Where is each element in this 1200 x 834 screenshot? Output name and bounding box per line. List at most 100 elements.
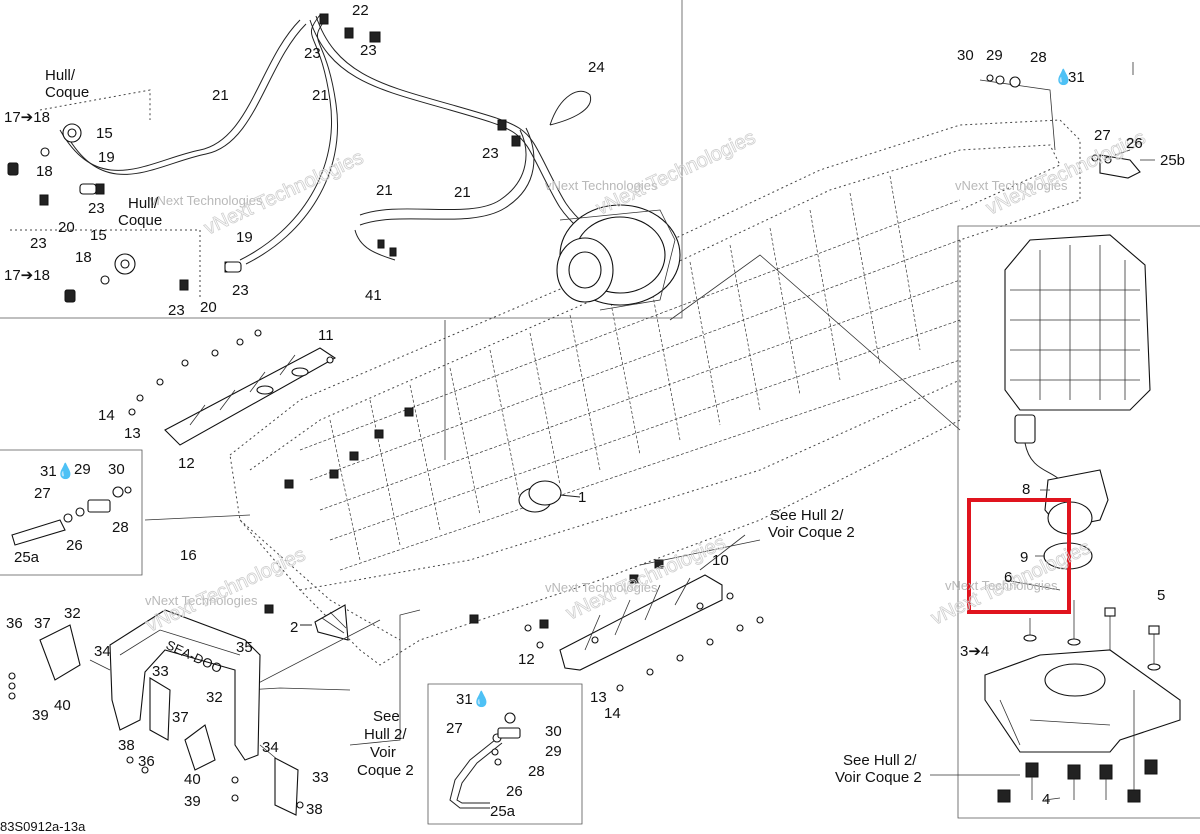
callout: 29 — [986, 47, 1003, 64]
grille-fasteners — [128, 329, 764, 692]
callout: 8 — [1022, 481, 1030, 498]
callout: 40 — [54, 697, 71, 714]
callout: 23 — [30, 235, 47, 252]
callout: 32 — [64, 605, 81, 622]
callout: 38 — [118, 737, 135, 754]
callout: 23 — [304, 45, 321, 62]
callout: 18 — [36, 163, 53, 180]
inset-vent-tube-left — [0, 449, 143, 576]
callout: 14 — [604, 705, 621, 722]
callout: 1 — [578, 489, 586, 506]
callout: 2 — [290, 619, 298, 636]
callout: 20 — [200, 299, 217, 316]
callout: 16 — [180, 547, 197, 564]
callout: 32 — [206, 689, 223, 706]
hull-ref-2-line1: Hull/ — [128, 195, 159, 212]
handle-bracket-assembly: SEA-DOO — [8, 609, 304, 816]
inset-bilge-module — [957, 225, 1200, 819]
drop-icon: 💧 — [56, 462, 75, 480]
callout: 23 — [88, 200, 105, 217]
callout: 21 — [312, 87, 329, 104]
see-hull-br-line2: Voir Coque 2 — [835, 769, 922, 786]
callout: 29 — [74, 461, 91, 478]
callout: 38 — [306, 801, 323, 818]
watermark-text: vNext Technologies — [145, 593, 258, 608]
callout: 26 — [506, 783, 523, 800]
callout: 31 — [40, 463, 57, 480]
callout: 3➔4 — [960, 643, 989, 660]
callout: 24 — [588, 59, 605, 76]
hull-ref-1-line1: Hull/ — [45, 67, 76, 84]
vent-fittings-top-right — [979, 74, 1141, 179]
watermark-text: vNext Technologies — [955, 178, 1068, 193]
drop-icon: 💧 — [472, 690, 491, 708]
callout: 28 — [1030, 49, 1047, 66]
callout: 37 — [34, 615, 51, 632]
see-hull-bottom-left-line1: See — [373, 708, 400, 725]
callout: 28 — [112, 519, 129, 536]
callout: 31 — [456, 691, 473, 708]
callout: 30 — [108, 461, 125, 478]
see-hull-bottom-left-line3: Voir — [370, 744, 396, 761]
ring-1 — [518, 480, 581, 513]
callout: 15 — [90, 227, 107, 244]
callout: 28 — [528, 763, 545, 780]
hull-body — [229, 119, 1081, 666]
callout: 17➔18 — [4, 267, 50, 284]
callout: 26 — [1126, 135, 1143, 152]
callout: 12 — [518, 651, 535, 668]
watermark-text: vNext Technologies — [143, 543, 309, 636]
see-hull-bottom-left-line4: Coque 2 — [357, 762, 414, 779]
highlight-box — [967, 498, 1071, 614]
callout: 14 — [98, 407, 115, 424]
callout: 36 — [138, 753, 155, 770]
callout: 19 — [98, 149, 115, 166]
callout: 29 — [545, 743, 562, 760]
drop-icon: 💧 — [1054, 68, 1073, 86]
control-module — [1004, 234, 1151, 411]
callout: 23 — [168, 302, 185, 319]
callout: 17➔18 — [4, 109, 50, 126]
watermark-text: vNext Technologies — [150, 193, 263, 208]
watermark-text: vNext Technologies — [593, 126, 759, 219]
callout: 21 — [212, 87, 229, 104]
see-hull-bottom-left-line2: Hull 2/ — [364, 726, 407, 743]
support-tray — [984, 649, 1181, 753]
callout: 34 — [94, 643, 111, 660]
callout: 30 — [545, 723, 562, 740]
callout: 21 — [454, 184, 471, 201]
see-hull-right-line1: See Hull 2/ — [770, 507, 844, 524]
callout: 33 — [312, 769, 329, 786]
valve-pump-assembly — [556, 204, 681, 311]
callout: 9 — [1020, 549, 1028, 566]
callout: 21 — [376, 182, 393, 199]
figure-code: 83S0912a-13a — [0, 819, 86, 834]
hull-ref-2-line2: Coque — [118, 212, 162, 229]
inset-vent-tube-bottom — [427, 683, 583, 825]
callout: 15 — [96, 125, 113, 142]
callout: 26 — [66, 537, 83, 554]
callout: 11 — [318, 327, 334, 344]
callout: 18 — [75, 249, 92, 266]
callout: 25a — [14, 549, 40, 566]
vent-grille-11 — [164, 347, 337, 446]
vent-grille-10 — [559, 574, 723, 671]
callout: 41 — [365, 287, 382, 304]
callout: 27 — [446, 720, 463, 737]
watermark-text: vNext Technologies — [545, 178, 658, 193]
callout: 25a — [490, 803, 516, 820]
callout: 36 — [6, 615, 23, 632]
see-hull-br-line1: See Hull 2/ — [843, 752, 917, 769]
callout: 13 — [590, 689, 607, 706]
callout: 27 — [1094, 127, 1111, 144]
callout: 40 — [184, 771, 201, 788]
callout: 4 — [1042, 791, 1050, 808]
callout: 19 — [236, 229, 253, 246]
callout: 33 — [152, 663, 169, 680]
callout: 31 — [1068, 69, 1085, 86]
see-hull-right-line2: Voir Coque 2 — [768, 524, 855, 541]
callout: 12 — [178, 455, 195, 472]
leader-lines — [144, 62, 1155, 801]
callout: 39 — [32, 707, 49, 724]
